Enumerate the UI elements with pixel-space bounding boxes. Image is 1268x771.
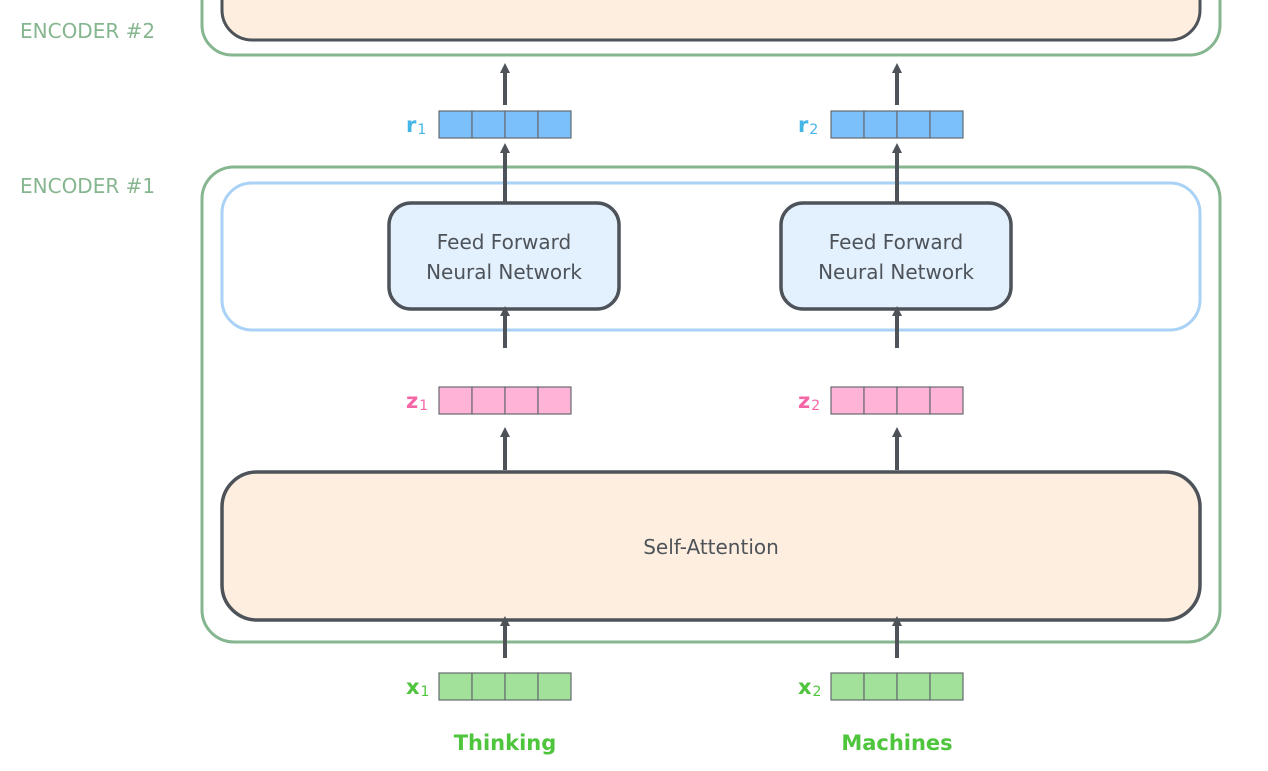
ffn-label-line1: Feed Forward [829,230,964,254]
encoder-2-box [200,0,1222,57]
ffn-label-line2: Neural Network [818,260,974,284]
z-vector-cell [438,386,473,415]
encoder-1-box [200,165,1222,644]
x-vector-cell [896,672,931,701]
r-vector-label: r1 [406,113,426,138]
z-vector-cell [537,386,572,415]
r-vector-cell [438,110,473,139]
x-vector-cell [471,672,506,701]
r-vector-cell [830,110,865,139]
z-vector-cell [863,386,898,415]
x-vector-cell [537,672,572,701]
z-vector-label: z1 [406,389,428,414]
z-vector-cell [896,386,931,415]
r-vector-cell [929,110,964,139]
r-vector-cell [896,110,931,139]
encoder-2-inner-box [220,0,1202,42]
x-vector-cell [929,672,964,701]
z-vector-cell [471,386,506,415]
z-vector-cell [504,386,539,415]
encoder-1-label: ENCODER #1 [20,174,155,198]
ffn-box [779,201,1013,311]
input-word: Machines [841,731,952,755]
encoder-2-label: ENCODER #2 [20,19,155,43]
ffn-group-box [220,181,1202,332]
self-attention-label: Self-Attention [643,535,779,559]
self-attention-box [220,470,1202,622]
x-vector-label: x2 [798,675,821,700]
x-vector-cell [830,672,865,701]
x-vector-cell [863,672,898,701]
ffn-box [387,201,621,311]
x-vector-label: x1 [406,675,429,700]
r-vector-cell [863,110,898,139]
z-vector-cell [830,386,865,415]
r-vector-label: r2 [798,113,818,138]
r-vector-cell [504,110,539,139]
r-vector-cell [471,110,506,139]
ffn-label-line1: Feed Forward [437,230,572,254]
x-vector-cell [438,672,473,701]
x-vector-cell [504,672,539,701]
z-vector-label: z2 [798,389,820,414]
r-vector-cell [537,110,572,139]
ffn-label-line2: Neural Network [426,260,582,284]
input-word: Thinking [454,731,557,755]
z-vector-cell [929,386,964,415]
